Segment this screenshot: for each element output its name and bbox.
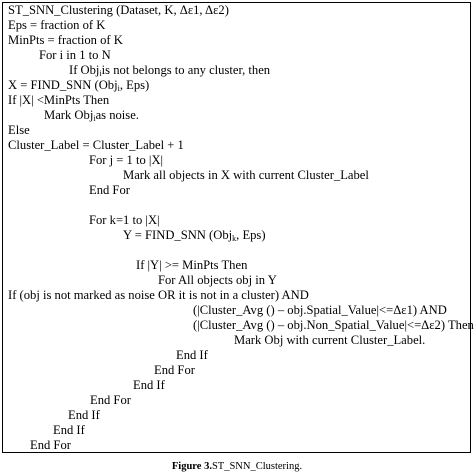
algorithm-line: End For bbox=[30, 438, 71, 452]
algorithm-line: (|Cluster_Avg () – obj.Spatial_Value|<=Δ… bbox=[193, 303, 447, 317]
algorithm-line: For j = 1 to |X| bbox=[89, 153, 164, 167]
algorithm-line: End If bbox=[53, 423, 85, 437]
algorithm-box bbox=[2, 2, 471, 453]
algorithm-line: Y = FIND_SNN (Objk, Eps) bbox=[123, 228, 266, 243]
algorithm-line: Else bbox=[8, 123, 30, 137]
algorithm-line: If Objiis not belongs to any cluster, th… bbox=[69, 63, 271, 78]
algorithm-line: End For bbox=[89, 183, 130, 197]
algorithm-line: If (obj is not marked as noise OR it is … bbox=[8, 288, 309, 302]
algorithm-line: Mark Objias noise. bbox=[44, 108, 139, 123]
algorithm-line: For i in 1 to N bbox=[39, 48, 111, 62]
algorithm-line: (|Cluster_Avg () – obj.Non_Spatial_Value… bbox=[193, 318, 474, 332]
algorithm-line: For k=1 to |X| bbox=[89, 213, 160, 227]
algorithm-line: MinPts = fraction of K bbox=[8, 33, 123, 47]
algorithm-line: If |X| <MinPts Then bbox=[8, 93, 110, 107]
algorithm-line: ST_SNN_Clustering (Dataset, K, Δε1, Δε2) bbox=[8, 3, 229, 17]
algorithm-line: End If bbox=[68, 408, 100, 422]
algorithm-line: End For bbox=[90, 393, 131, 407]
algorithm-line: Cluster_Label = Cluster_Label + 1 bbox=[8, 138, 184, 152]
algorithm-line: If |Y| >= MinPts Then bbox=[136, 258, 248, 272]
algorithm-line: End If bbox=[133, 378, 165, 392]
algorithm-line: Mark all objects in X with current Clust… bbox=[123, 168, 369, 182]
figure-caption-label: Figure 3. bbox=[171, 461, 212, 472]
figure-caption: Figure 3.ST_SNN_Clustering. bbox=[0, 460, 474, 473]
algorithm-line: Eps = fraction of K bbox=[8, 18, 106, 32]
algorithm-line: End If bbox=[176, 348, 208, 362]
algorithm-line: X = FIND_SNN (Obji, Eps) bbox=[8, 78, 150, 93]
algorithm-line: Mark Obj with current Cluster_Label. bbox=[234, 333, 426, 347]
algorithm-line: For All objects obj in Y bbox=[158, 273, 277, 287]
figure-caption-text: ST_SNN_Clustering. bbox=[211, 461, 303, 472]
algorithm-line: End For bbox=[154, 363, 195, 377]
